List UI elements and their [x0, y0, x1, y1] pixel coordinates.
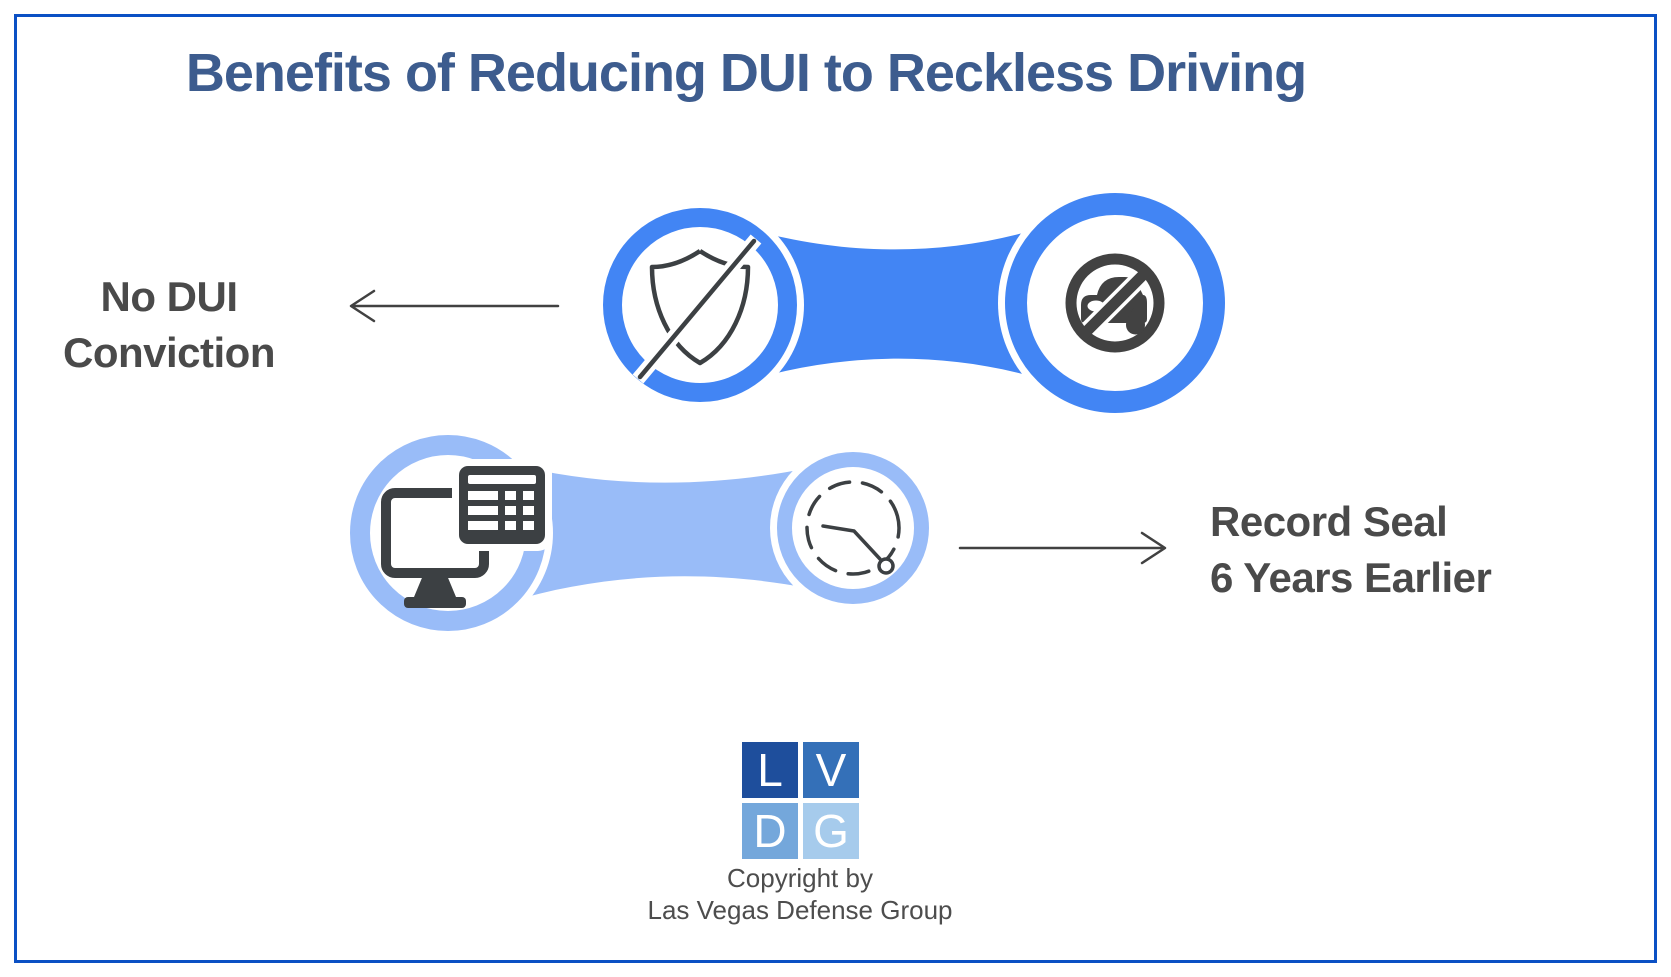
label-line: 6 Years Earlier: [1210, 554, 1492, 601]
arrow-left: [349, 289, 560, 323]
logo-square-g: G: [803, 803, 859, 859]
dumbbell-2-right-ring: [777, 452, 929, 604]
computer-records-icon: [381, 459, 552, 608]
copyright-text: Copyright by Las Vegas Defense Group: [648, 862, 953, 926]
clock-timer-icon: [805, 480, 901, 576]
shield-off-icon: [632, 234, 762, 384]
no-drunk-driving-icon: [1065, 253, 1165, 353]
label-line: No DUI: [100, 273, 239, 320]
dumbbell-record-seal: [343, 428, 1167, 638]
label-line: Conviction: [63, 329, 276, 376]
label-record-seal: Record Seal 6 Years Earlier: [1210, 494, 1492, 606]
label-line: Record Seal: [1210, 498, 1448, 545]
lvdg-logo: L V D G: [742, 742, 860, 860]
logo-square-l: L: [742, 742, 798, 798]
dumbbell-no-dui: [349, 186, 1232, 420]
logo-square-d: D: [742, 803, 798, 859]
logo-square-v: V: [803, 742, 859, 798]
copyright-line: Las Vegas Defense Group: [647, 895, 953, 925]
copyright-line: Copyright by: [727, 863, 873, 893]
page-title: Benefits of Reducing DUI to Reckless Dri…: [185, 43, 1307, 103]
arrow-right: [958, 531, 1167, 565]
label-no-dui-conviction: No DUI Conviction: [38, 269, 300, 381]
